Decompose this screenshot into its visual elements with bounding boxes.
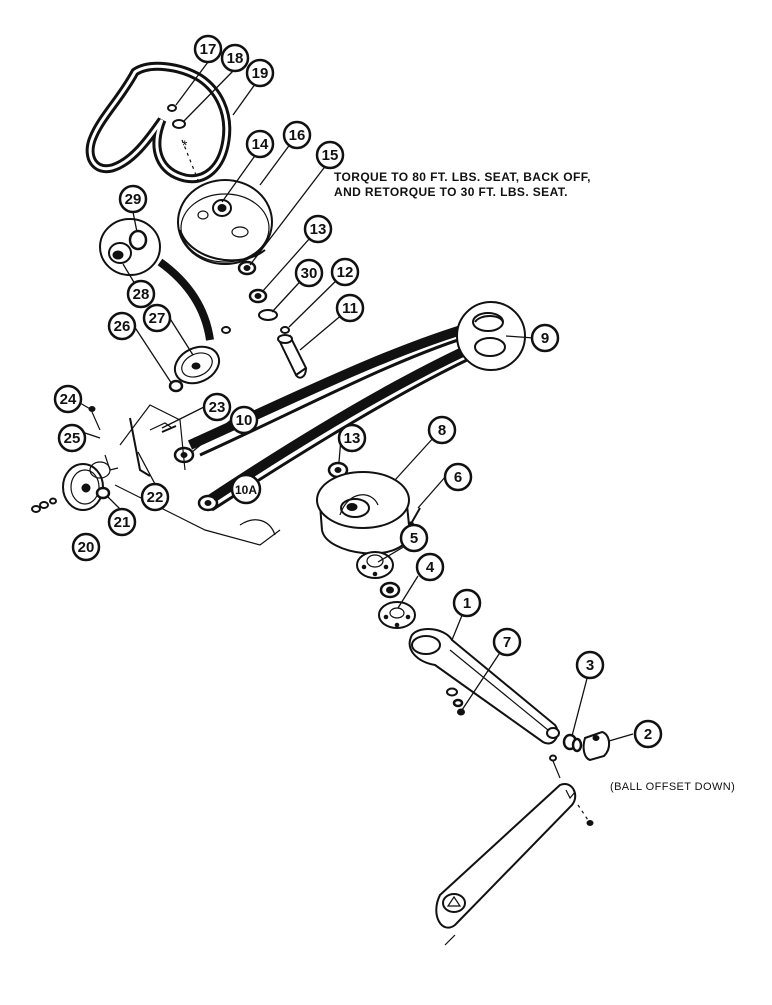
svg-text:20: 20 (78, 539, 95, 556)
callout-21: 21 (107, 507, 137, 537)
callout-10a: 10A (230, 473, 262, 505)
callout-13-lower: 13 (337, 423, 367, 453)
callout-9: 9 (530, 323, 560, 353)
pulley-16 (177, 179, 273, 265)
svg-text:28: 28 (133, 286, 150, 303)
svg-text:*: * (182, 137, 188, 153)
svg-text:25: 25 (64, 430, 81, 447)
svg-text:27: 27 (149, 310, 166, 327)
callout-27: 27 (142, 303, 172, 333)
callout-14: 14 (245, 129, 275, 159)
svg-text:19: 19 (252, 65, 269, 82)
callout-12: 12 (330, 257, 360, 287)
callout-13-upper: 13 (303, 214, 333, 244)
svg-text:3: 3 (586, 657, 594, 674)
spacer-21 (95, 486, 111, 500)
nut-washer-stack (31, 497, 57, 513)
ring-12 (280, 326, 290, 334)
lower-link-arm (435, 754, 594, 946)
callout-7: 7 (492, 627, 522, 657)
svg-text:22: 22 (147, 489, 164, 506)
upper-drive-belt (85, 61, 232, 184)
svg-text:14: 14 (252, 136, 269, 153)
callout-22: 22 (140, 482, 170, 512)
nut-13-upper (248, 288, 268, 304)
callout-1: 1 (452, 588, 482, 618)
svg-text:9: 9 (541, 330, 549, 347)
svg-text:12: 12 (337, 264, 354, 281)
sheave-9 (456, 301, 526, 371)
svg-text:10: 10 (236, 412, 253, 429)
svg-text:26: 26 (114, 318, 131, 335)
ball-offset-note: (BALL OFFSET DOWN) (610, 781, 736, 793)
callout-8: 8 (427, 415, 457, 445)
callout-24: 24 (53, 384, 83, 414)
pulley-20 (62, 461, 111, 511)
svg-text:4: 4 (426, 559, 435, 576)
callout-23: 23 (202, 392, 232, 422)
bushing-26 (168, 379, 184, 393)
svg-text:7: 7 (503, 634, 511, 651)
svg-text:15: 15 (322, 147, 339, 164)
shaft-11 (277, 334, 308, 379)
svg-text:21: 21 (114, 514, 131, 531)
callout-25: 25 (57, 423, 87, 453)
callout-16: 16 (282, 120, 312, 150)
pulley-8 (316, 471, 412, 555)
callout-4: 4 (415, 552, 445, 582)
callout-28: 28 (126, 279, 156, 309)
washer-30 (258, 309, 278, 321)
idler-10a (197, 494, 219, 512)
bearing-5 (379, 581, 401, 599)
arm-1 (408, 628, 559, 745)
callout-17: 17 (193, 34, 223, 64)
callout-15: 15 (315, 140, 345, 170)
callout-26: 26 (107, 311, 137, 341)
callout-3: 3 (575, 650, 605, 680)
callout-10: 10 (229, 405, 259, 435)
callout-6: 6 (443, 462, 473, 492)
svg-text:13: 13 (344, 430, 361, 447)
svg-text:17: 17 (200, 41, 217, 58)
svg-text:30: 30 (301, 265, 318, 282)
callout-2: 2 (633, 719, 663, 749)
svg-text:16: 16 (289, 127, 306, 144)
svg-text:13: 13 (310, 221, 327, 238)
svg-text:10A: 10A (235, 483, 257, 497)
lower-belt-segment (157, 258, 214, 341)
svg-text:2: 2 (644, 726, 652, 743)
bolt-7 (446, 687, 465, 716)
callout-5: 5 (399, 523, 429, 553)
svg-text:5: 5 (410, 530, 418, 547)
pin-6 (408, 507, 421, 527)
idler-assembly-29-28 (99, 218, 161, 276)
callout-19: 19 (245, 58, 275, 88)
hardware-24-25 (88, 406, 101, 431)
torque-note-line-2: AND RETORQUE TO 30 FT. LBS. SEAT. (334, 185, 568, 199)
bolt-washer-17-18: * (167, 104, 211, 211)
svg-text:24: 24 (60, 391, 77, 408)
ball-joint-2-3 (546, 727, 610, 762)
svg-text:18: 18 (227, 50, 244, 67)
callout-20: 20 (71, 532, 101, 562)
torque-note-line-1: TORQUE TO 80 FT. LBS. SEAT, BACK OFF, (334, 170, 591, 184)
svg-text:8: 8 (438, 422, 446, 439)
callout-11: 11 (335, 293, 365, 323)
callout-18: 18 (220, 43, 250, 73)
pulley-27 (173, 326, 231, 385)
svg-text:29: 29 (125, 191, 142, 208)
callout-29: 29 (118, 184, 148, 214)
nut-15 (237, 260, 257, 276)
callout-30: 30 (294, 258, 324, 288)
svg-text:23: 23 (209, 399, 226, 416)
svg-text:11: 11 (342, 300, 358, 317)
svg-text:6: 6 (454, 469, 462, 486)
svg-text:1: 1 (463, 595, 471, 612)
plate-4 (378, 601, 416, 629)
